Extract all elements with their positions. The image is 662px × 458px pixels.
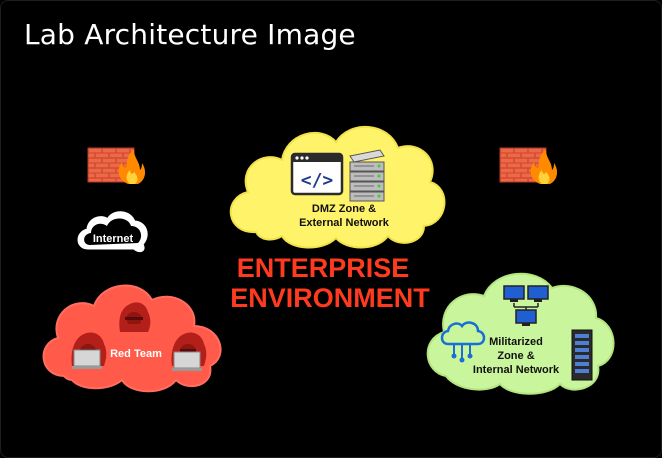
dmz-cloud: </> DMZ Zone & External Network [229, 126, 446, 249]
internal-label-line2: Zone & [497, 350, 534, 362]
laptop-icon [72, 349, 102, 369]
internet-label: Internet [93, 233, 134, 245]
server-rack-icon [349, 149, 385, 202]
code-symbol: </> [301, 170, 334, 191]
firewall-icon [499, 147, 558, 184]
internal-label-line1: Militarized [489, 336, 543, 348]
enterprise-text-line1: ENTERPRISE [237, 253, 410, 283]
dmz-label-line2: External Network [299, 217, 390, 229]
network-computers-icon [503, 285, 549, 326]
page-title: Lab Architecture Image [24, 18, 356, 51]
server-rack-icon [571, 329, 593, 381]
fire-icon [530, 150, 558, 184]
firewall-icon [87, 147, 146, 184]
laptop-icon [172, 351, 202, 371]
code-window-icon: </> [290, 152, 344, 196]
internet-cloud-icon: Internet [77, 211, 148, 253]
internal-label-line3: Internal Network [473, 364, 560, 376]
dmz-label-line1: DMZ Zone & [312, 203, 376, 215]
hacker-icon [119, 302, 151, 332]
internal-network-cloud: Militarized Zone & Internal Network [426, 272, 615, 395]
fire-icon [118, 150, 146, 184]
red-team-label: Red Team [110, 348, 162, 360]
cloud-network-icon [440, 321, 486, 363]
red-team-cloud: Red Team [42, 284, 222, 393]
enterprise-text-line2: ENVIRONMENT [230, 283, 430, 313]
